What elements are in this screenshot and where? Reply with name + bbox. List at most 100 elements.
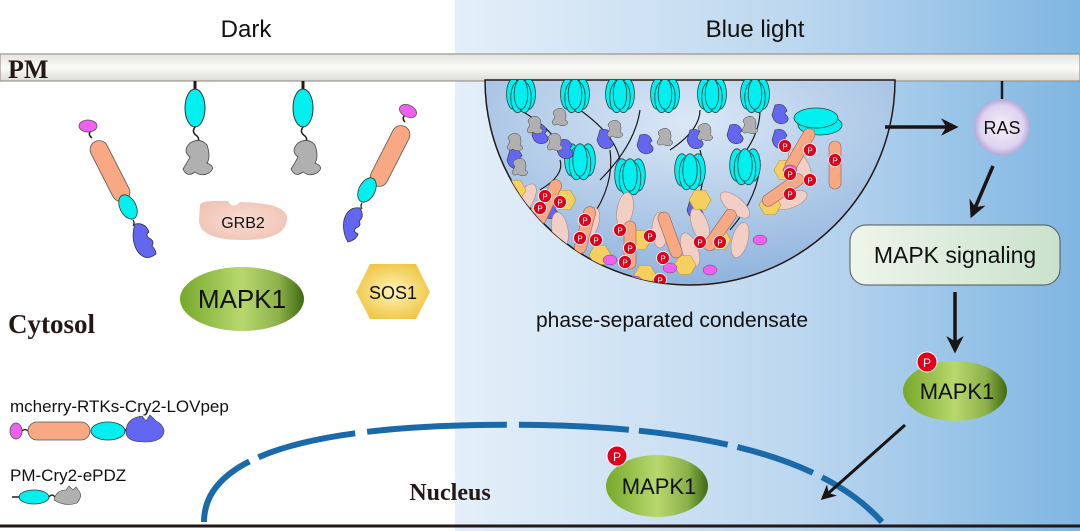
phospho-label: P (647, 233, 652, 242)
blue-light-panel-title: Blue light (706, 16, 805, 43)
cytosol-label: Cytosol (8, 309, 95, 339)
phospho-label: P (697, 239, 702, 248)
phospho-label: P (537, 205, 542, 214)
phospho-badge (783, 187, 797, 201)
mcherry-domain (78, 119, 98, 133)
legend-label-rtk-fusion: mcherry-RTKs-Cry2-LOVpep (10, 397, 229, 416)
cry2-oligomer-icon (612, 80, 628, 110)
phospho-mapk1-cytosol: MAPK1 P (903, 351, 1007, 421)
epdz-icon (526, 116, 543, 135)
phospho-badge (623, 241, 637, 255)
cry2-oligomer-icon (567, 80, 583, 110)
phospho-badge (606, 445, 628, 467)
phospho-label: P (582, 217, 587, 226)
sos1-icon (688, 190, 712, 210)
lovpep-icon (771, 103, 789, 124)
arrow-mapk1-to-nucleus (820, 423, 906, 500)
grb2-label: GRB2 (221, 215, 265, 232)
rtk-fusion-right (343, 103, 417, 243)
mcherry-icon (662, 262, 678, 274)
grb2: GRB2 (199, 200, 287, 240)
nuclear-envelope (201, 421, 885, 524)
lovpep-icon (636, 133, 654, 154)
mapk1-cytosol-label: MAPK1 (920, 379, 995, 404)
phospho-label: P (622, 259, 627, 268)
legend-glyph-rtk-fusion (9, 414, 165, 443)
phospho-mapk1-nucleus: MAPK1 P (606, 445, 708, 517)
linker-line (599, 109, 641, 181)
condensate-label: phase-separated condensate (536, 309, 808, 332)
phospho-label: P (577, 235, 582, 244)
phospho-label: P (832, 157, 837, 166)
cry2-oligomer-icon (682, 153, 698, 187)
phospho-label: P (593, 237, 598, 246)
cry2-oligomer-icon (737, 148, 753, 182)
ras: RAS (974, 99, 1030, 155)
phospho-badge (803, 173, 817, 187)
cry2-domain (184, 88, 206, 128)
phospho-badge (778, 139, 792, 153)
lovpep-icon (726, 123, 744, 144)
rtk-icon (657, 211, 683, 259)
legend: mcherry-RTKs-Cry2-LOVpep PM-Cry2-ePDZ (9, 397, 229, 505)
pm-cry2-epdz-2 (290, 81, 321, 176)
ras-label: RAS (983, 118, 1020, 138)
phospho-label: P (557, 199, 562, 208)
arrow-ras-to-signaling (969, 165, 995, 219)
plasma-membrane-label: PM (8, 55, 48, 84)
epdz-icon (606, 120, 623, 139)
phospho-badge (613, 223, 627, 237)
phospho-badge (828, 153, 842, 167)
linker-line (539, 159, 562, 191)
epdz-icon (656, 128, 673, 147)
phospho-badge (533, 201, 547, 215)
mapk1-dark-label: MAPK1 (198, 284, 286, 314)
epdz-domain (182, 140, 213, 176)
sos1: SOS1 (356, 264, 430, 319)
epdz-icon (511, 158, 528, 177)
phospho-label: P (807, 147, 812, 156)
cry2-oligomer-icon (572, 143, 588, 177)
cry2-oligomer-icon (622, 158, 638, 192)
mapk1-nucleus-label: MAPK1 (622, 474, 697, 499)
legend-label-pm-fusion: PM-Cry2-ePDZ (10, 466, 126, 485)
phospho-label: P (613, 450, 621, 464)
rtk-fusion-left (78, 119, 157, 258)
phospho-badge (783, 167, 797, 181)
phospho-badge (656, 251, 670, 265)
legend-glyph-pm-fusion (12, 485, 81, 505)
epdz-icon (551, 108, 568, 127)
phospho-badge (803, 143, 817, 157)
mapk-signaling-label: MAPK signaling (874, 242, 1036, 268)
epdz-domain (290, 140, 321, 176)
cry2-oligomer-icon (657, 80, 673, 110)
phospho-badge (618, 255, 632, 269)
phospho-label: P (660, 255, 665, 264)
phospho-label: P (782, 143, 787, 152)
phospho-label: P (923, 356, 931, 370)
phospho-badge (643, 229, 657, 243)
phospho-badge (553, 195, 567, 209)
cry2-oligomer-icon (704, 80, 720, 110)
nucleus-label: Nucleus (409, 480, 490, 506)
rtk-icon (703, 208, 737, 252)
epdz-icon (696, 123, 713, 142)
cry2-domain (118, 194, 138, 220)
phospho-label: P (787, 191, 792, 200)
mcherry-icon (602, 254, 618, 266)
phospho-badge (693, 235, 707, 249)
phospho-badge (916, 351, 938, 373)
epdz-icon (546, 133, 563, 152)
phospho-label: P (617, 227, 622, 236)
phospho-badge (578, 213, 592, 227)
lovpep-icon (556, 138, 574, 159)
cry2-domain (357, 177, 377, 203)
sos1-label: SOS1 (369, 283, 417, 303)
cry2-domain (292, 88, 314, 128)
phospho-label: P (542, 193, 547, 202)
phospho-badge (573, 231, 587, 245)
mcherry-icon (752, 234, 768, 246)
phospho-label: P (657, 277, 662, 286)
